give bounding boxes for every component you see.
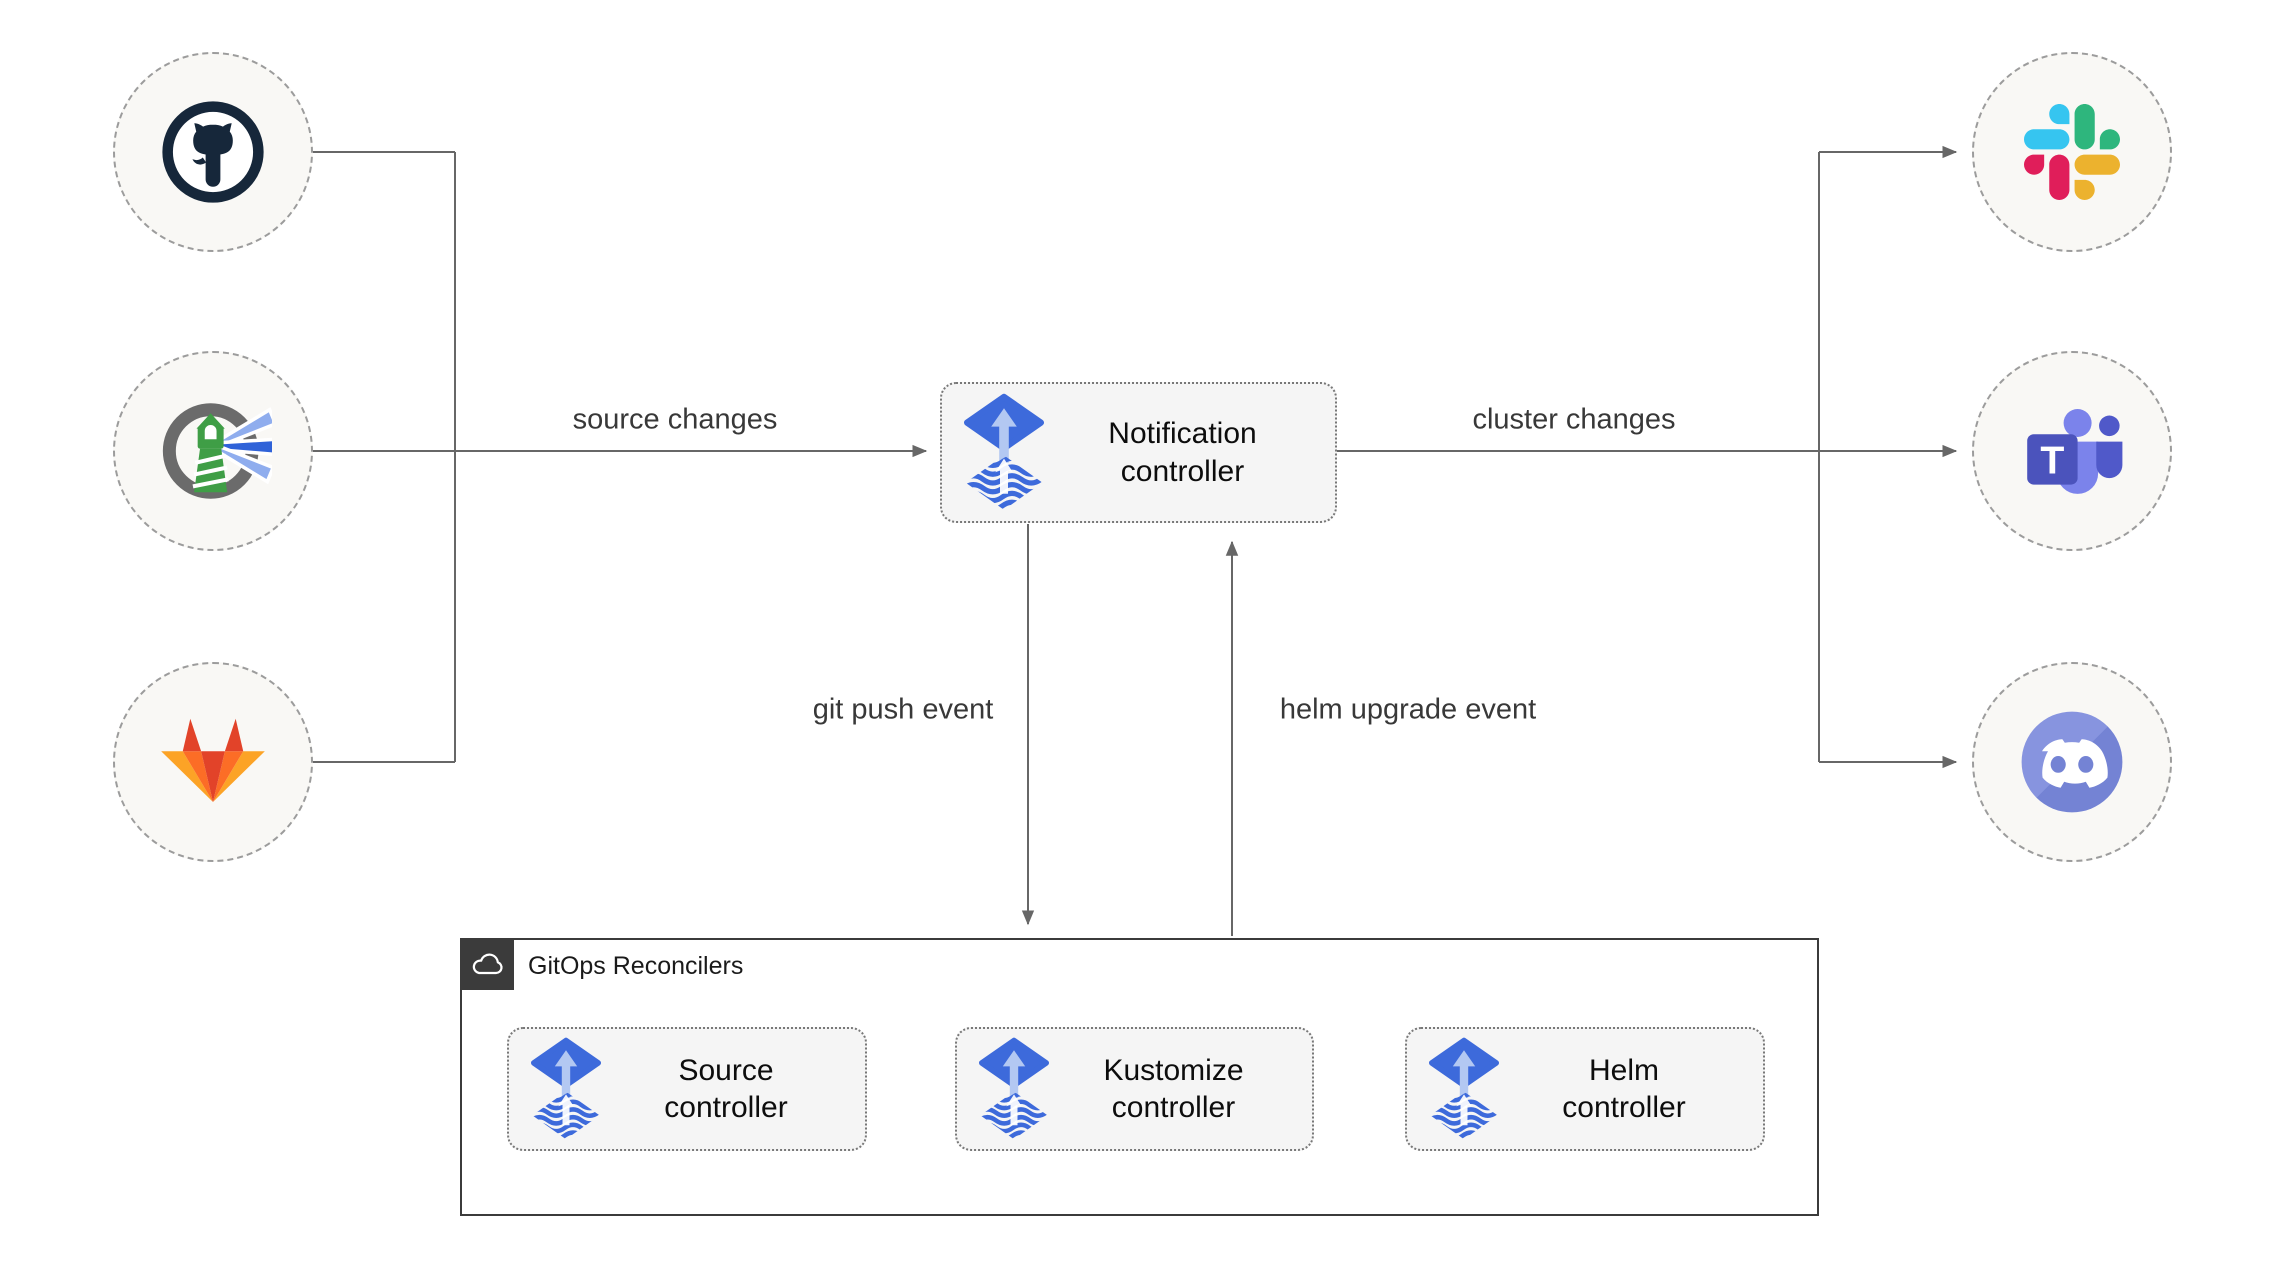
ms-teams-icon: T — [2027, 409, 2123, 494]
node-notification-controller: Notification controller — [940, 382, 1337, 523]
container-badge — [462, 940, 514, 990]
node-label: Kustomize controller — [1103, 1053, 1244, 1125]
flux-icon — [531, 1037, 601, 1142]
gitlab-icon — [161, 718, 265, 802]
flux-icon — [1429, 1037, 1499, 1142]
slack-icon — [2024, 104, 2120, 200]
discord-icon — [2021, 711, 2123, 813]
notifier-node-slack — [1972, 52, 2172, 252]
node-label: Notification controller — [1108, 417, 1257, 488]
source-node-harbor — [113, 351, 313, 551]
edge-label-helm-upgrade-event: helm upgrade event — [1274, 693, 1542, 727]
source-node-gitlab — [113, 662, 313, 862]
node-source-controller: Source controller — [507, 1027, 867, 1151]
cloud-icon — [472, 953, 503, 975]
source-node-github — [113, 52, 313, 252]
edge-label-cluster-changes: cluster changes — [1467, 403, 1681, 437]
edge-label-source-changes: source changes — [567, 403, 783, 437]
notifier-node-ms-teams: T — [1972, 351, 2172, 551]
flux-icon — [964, 393, 1044, 513]
container-title: GitOps Reconcilers — [528, 952, 744, 980]
flux-icon — [979, 1037, 1049, 1142]
notifier-node-discord — [1972, 662, 2172, 862]
harbor-icon — [162, 403, 272, 499]
github-icon — [162, 101, 264, 203]
node-label: Helm controller — [1562, 1053, 1686, 1125]
edge-label-git-push-event: git push event — [807, 693, 999, 727]
node-kustomize-controller: Kustomize controller — [955, 1027, 1314, 1151]
svg-text:T: T — [2040, 439, 2064, 482]
node-label: Source controller — [664, 1053, 788, 1125]
node-helm-controller: Helm controller — [1405, 1027, 1765, 1151]
